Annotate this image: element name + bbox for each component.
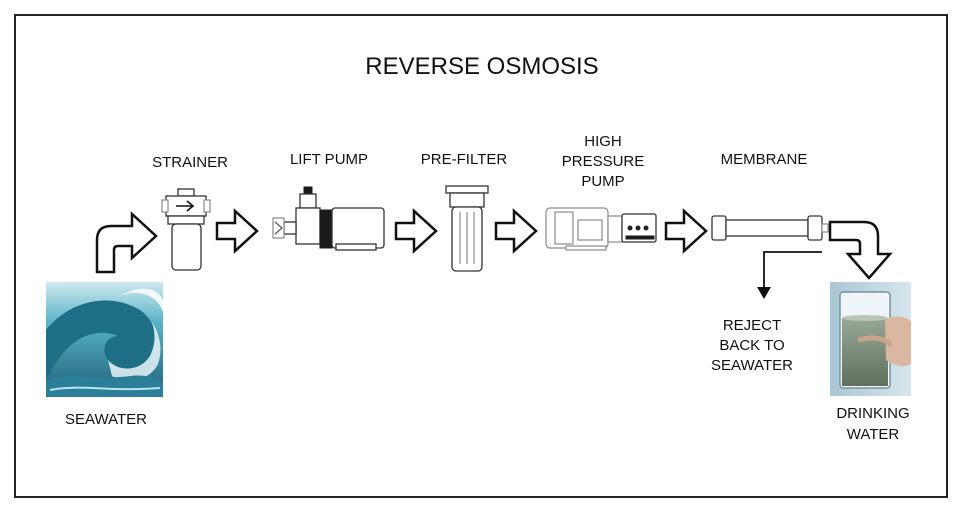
strainer-icon [161, 188, 211, 271]
label-strainer: STRAINER [152, 154, 228, 171]
flow-arrow-icon [394, 208, 438, 254]
drinking-water-image [830, 282, 911, 396]
flow-arrow-icon [215, 208, 259, 254]
pre-filter-icon [445, 185, 489, 272]
label-reject-line2: BACK TO [719, 337, 784, 354]
label-drinking-water-line2: WATER [847, 426, 900, 443]
membrane-icon [711, 215, 829, 241]
flow-arrow-icon [494, 208, 538, 254]
high-pressure-pump-icon [545, 207, 657, 251]
elbow-arrow-icon [95, 211, 158, 274]
label-membrane: MEMBRANE [721, 151, 808, 168]
flow-arrow-icon [664, 208, 708, 254]
diagram-title: REVERSE OSMOSIS [365, 53, 598, 80]
elbow-down-arrow-icon [828, 220, 893, 280]
reject-arrow-icon [757, 251, 822, 299]
label-high-pressure-pump-line3: PUMP [581, 173, 624, 190]
label-pre-filter: PRE-FILTER [421, 151, 508, 168]
seawater-image [46, 282, 163, 397]
lift-pump-icon [272, 186, 385, 251]
label-lift-pump: LIFT PUMP [290, 151, 368, 168]
label-high-pressure-pump-line1: HIGH [584, 133, 622, 150]
label-reject-line1: REJECT [723, 317, 781, 334]
label-reject-line3: SEAWATER [711, 357, 793, 374]
label-seawater: SEAWATER [65, 411, 147, 428]
label-high-pressure-pump-line2: PRESSURE [562, 153, 645, 170]
label-drinking-water-line1: DRINKING [836, 405, 909, 422]
